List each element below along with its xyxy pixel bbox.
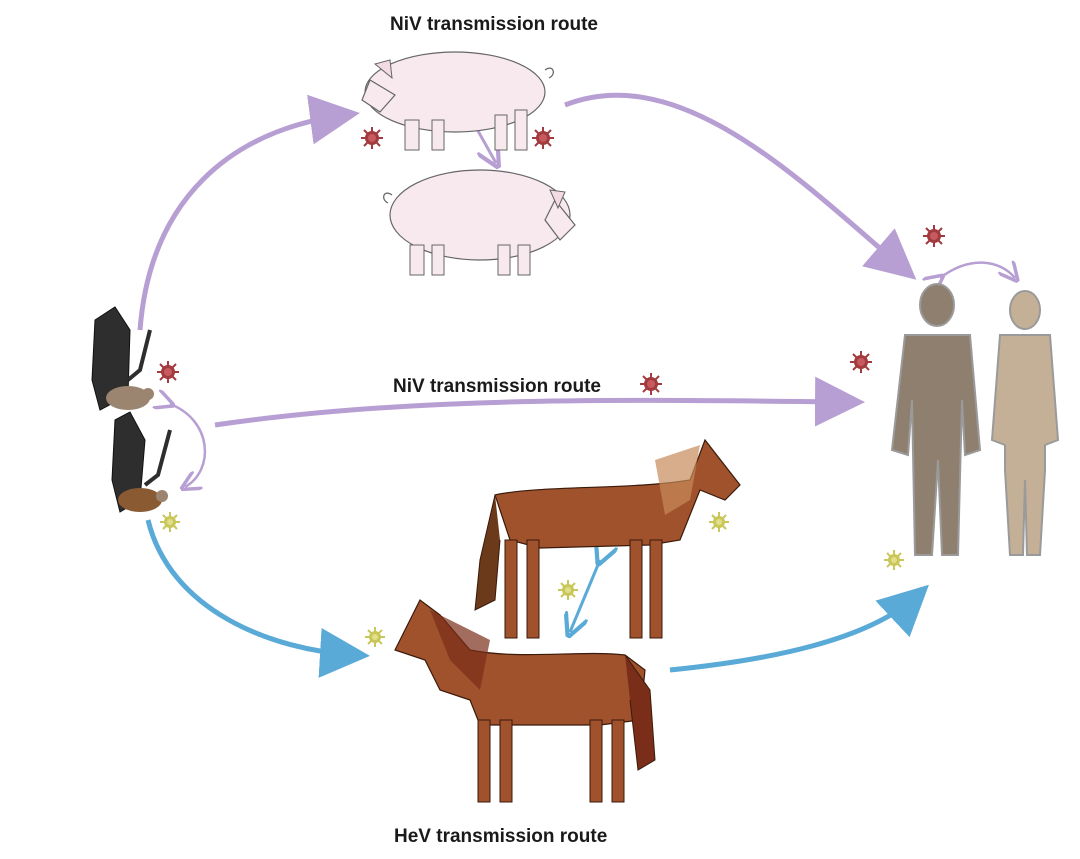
arrow-horse-to-horse [570,560,600,632]
niv-virus-icon [156,360,180,384]
arrow-human-to-human [940,263,1015,278]
hev-virus-icon [883,549,905,571]
niv-virus-icon [531,126,555,150]
horse-icon-bottom [394,599,656,803]
human-male-icon [890,283,982,556]
horse-icon-top [474,438,741,639]
hev-route-label: HeV transmission route [394,826,608,847]
niv-virus-icon [849,350,873,374]
hev-virus-icon [159,511,181,533]
bat-icon-bottom [111,411,172,513]
niv-virus-icon [360,126,384,150]
human-female-icon [990,290,1060,556]
niv-virus-icon [639,372,663,396]
arrow-bat-to-human-direct [214,376,865,428]
hev-virus-icon [364,626,386,648]
hev-virus-icon [708,511,730,533]
arrow-bat-to-horse [145,519,370,678]
bat-icon-top [91,306,154,411]
niv-route-label-middle: NiV transmission route [393,376,601,397]
niv-route-label-top: NiV transmission route [390,14,598,35]
hev-virus-icon [557,579,579,601]
arrow-horse-to-human [669,584,929,673]
pig-icon-bottom [383,169,576,276]
niv-virus-icon [922,224,946,248]
pig-icon-top [361,51,554,151]
arrow-pig-to-human [564,92,917,280]
arrow-bat-to-pig [137,94,360,331]
arrow-bat-to-bat [170,404,207,487]
